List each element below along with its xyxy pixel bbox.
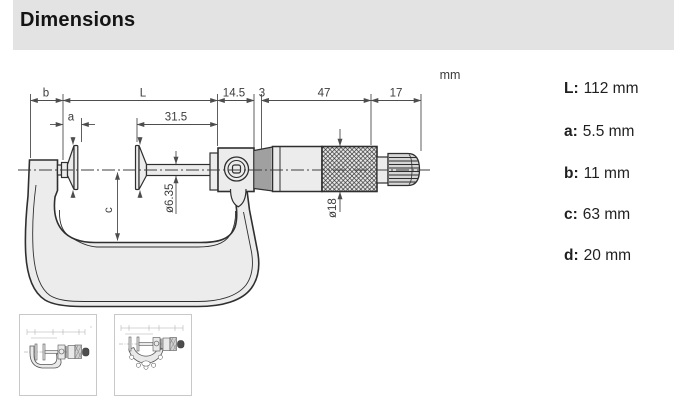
dimension-row-a: a:5.5 mm xyxy=(564,123,634,141)
dimension-lines xyxy=(30,94,422,241)
dim-label-3: 3 xyxy=(259,88,265,100)
dim-value: 20 mm xyxy=(583,247,632,264)
unit-label: mm xyxy=(440,68,461,82)
thumbnail-drawing-variant-2[interactable] xyxy=(114,314,192,396)
dim-label-L: L xyxy=(140,88,147,100)
lock-block xyxy=(209,147,255,208)
dim-value: 112 mm xyxy=(583,80,639,97)
dimension-row-b: b:11 mm xyxy=(564,165,630,183)
dim-key: L: xyxy=(564,80,579,97)
dim-key: a: xyxy=(564,123,578,140)
dim-label-thimble-dia: ø18 xyxy=(327,198,339,218)
frame-outline xyxy=(24,159,260,308)
section-header xyxy=(13,0,674,50)
thumbnail-micrometer-icon xyxy=(119,325,185,370)
dimension-row-d: d:20 mm xyxy=(564,247,631,265)
dim-label-b: b xyxy=(43,88,49,100)
dim-key: b: xyxy=(564,165,579,182)
dim-label-47: 47 xyxy=(318,88,331,100)
dimension-row-L: L:112 mm xyxy=(564,80,638,98)
dim-label-17: 17 xyxy=(390,88,403,100)
knurled-grip xyxy=(321,145,378,193)
lock-lever xyxy=(229,188,247,208)
thimble xyxy=(271,145,323,193)
dim-value: 11 mm xyxy=(583,165,630,182)
dim-label-spindle-dia: ø6.35 xyxy=(164,184,176,213)
dim-label-a: a xyxy=(68,112,75,124)
dim-label-31-5: 31.5 xyxy=(165,112,187,124)
dim-label-c: c xyxy=(103,207,115,213)
dim-key: d: xyxy=(564,247,579,264)
dim-key: c: xyxy=(564,206,578,223)
spanner-socket-icon xyxy=(231,164,242,174)
thumbnail-drawing-variant-1[interactable] xyxy=(19,314,97,396)
anvil-disc xyxy=(56,144,79,191)
dim-value: 63 mm xyxy=(582,206,631,223)
sleeve-graduations xyxy=(253,145,323,193)
dimension-row-c: c:63 mm xyxy=(564,206,630,224)
spindle-disc xyxy=(134,144,212,191)
dim-value: 5.5 mm xyxy=(582,123,635,140)
ratchet-stop xyxy=(376,152,421,187)
section-title: Dimensions xyxy=(20,9,136,31)
dim-label-14-5: 14.5 xyxy=(223,88,245,100)
thumbnail-micrometer-icon xyxy=(24,326,92,369)
